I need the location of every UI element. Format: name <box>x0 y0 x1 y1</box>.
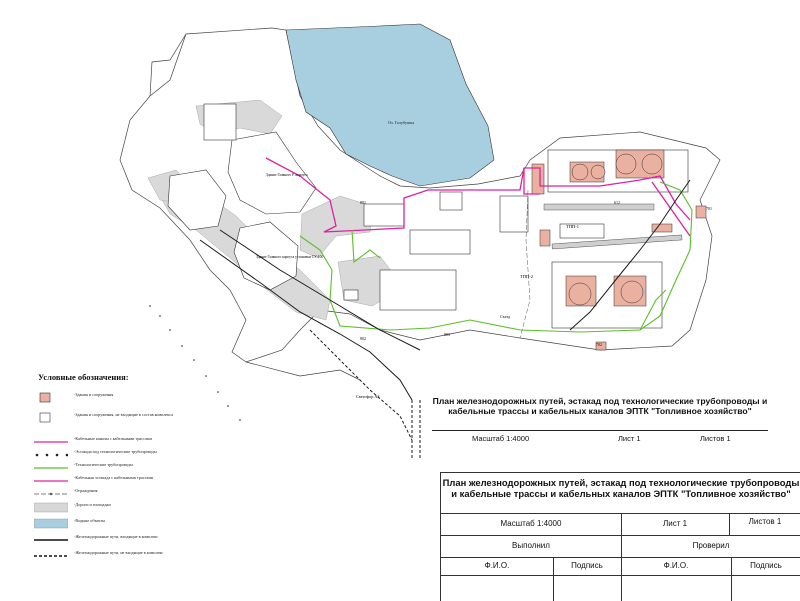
small-title-rule <box>432 430 768 431</box>
lake <box>285 23 495 187</box>
cable-channels <box>265 157 691 237</box>
legend-rail-out: -Железнодорожные пути, не входящие в ком… <box>28 548 228 564</box>
label-building-a: Здание Главного Р. корпуса <box>266 173 308 177</box>
estakada-label-2: ТПП-2 <box>520 274 533 279</box>
lake-label: Оз. Голубушка <box>388 120 414 125</box>
legend-symbol <box>39 392 51 403</box>
big-title-rule <box>729 513 730 535</box>
estakadas <box>543 203 683 250</box>
legend-label: -Здания и сооружения, не входящие в сост… <box>74 412 173 417</box>
label-road: Съезд <box>500 314 510 319</box>
legend-water: -Водные объекты <box>28 516 228 532</box>
big-title-rule <box>441 513 800 514</box>
big-title-rule <box>441 535 800 536</box>
big-title-sign-2: Подпись <box>750 561 782 570</box>
legend-label: -Эстакада под технологические трубопрово… <box>74 449 157 454</box>
legend-symbol <box>34 539 68 541</box>
legend-label: -Здания и сооружения <box>74 392 114 397</box>
legend: Условные обозначения: -Здания и сооружен… <box>28 372 228 557</box>
estakada-label-1: ТПП-1 <box>566 224 579 229</box>
small-title-text: План железнодорожных путей, эстакад под … <box>432 396 768 416</box>
small-title-block: План железнодорожных путей, эстакад под … <box>432 396 768 450</box>
big-title-sheet: Лист 1 <box>662 519 688 528</box>
label-612: 612 <box>614 200 620 205</box>
legend-roads: -Дороги и площадки <box>28 500 228 516</box>
legend-symbol <box>34 480 68 482</box>
big-title-text: План железнодорожных путей, эстакад под … <box>442 477 800 499</box>
label-802: 802 <box>360 336 366 341</box>
legend-existing-buildings: -Здания и сооружения <box>28 390 228 406</box>
legend-title: Условные обозначения: <box>38 372 129 382</box>
big-title-block: План железнодорожных путей, эстакад под … <box>440 472 800 601</box>
legend-symbol <box>34 441 68 443</box>
big-title-rule <box>441 557 800 558</box>
legend-symbol <box>34 502 68 513</box>
fence <box>519 189 531 339</box>
legend-label: -Ограждения <box>74 488 98 493</box>
label-building-b: Здание Главного корпуса установки СУ-100 <box>256 255 323 259</box>
tech-pipelines <box>299 181 693 333</box>
legend-cable-channels: -Кабельные каналы с кабельными трассами <box>28 434 228 450</box>
big-title-rule <box>621 513 622 601</box>
legend-symbol <box>34 467 68 469</box>
legend-pipe-estakada: -Эстакада под технологические трубопрово… <box>28 447 228 463</box>
legend-label: -Кабельная эстакада с кабельными трассам… <box>74 475 154 480</box>
small-title-sheets: Листов 1 <box>700 434 731 443</box>
big-title-scale: Масштаб 1:4000 <box>500 519 562 528</box>
legend-rail-in: -Железнодорожные пути, входящие в компле… <box>28 532 228 548</box>
legend-symbol <box>34 555 68 557</box>
big-title-checked: Проверил <box>692 541 730 550</box>
label-701: 701 <box>706 206 712 211</box>
label-803: 803 <box>444 332 450 337</box>
label-801: 801 <box>360 200 366 205</box>
legend-tech-pipelines: -Технологические трубопроводы <box>28 460 228 476</box>
big-title-rule <box>731 557 732 601</box>
small-title-scale: Масштаб 1:4000 <box>472 434 530 443</box>
legend-fence: -Ограждения <box>28 486 228 502</box>
legend-other-buildings: -Здания и сооружения, не входящие в сост… <box>28 410 228 426</box>
label-station: Светофор АЗ <box>356 394 379 399</box>
tanks <box>568 153 663 306</box>
big-title-sign-1: Подпись <box>571 561 603 570</box>
legend-label: -Дороги и площадки <box>74 502 111 507</box>
legend-label: -Железнодорожные пути, входящие в компле… <box>74 534 159 539</box>
legend-cable-estakada: -Кабельная эстакада с кабельными трассам… <box>28 473 228 489</box>
big-title-rule <box>553 557 554 601</box>
legend-label: -Водные объекты <box>74 518 106 523</box>
big-title-done: Выполнил <box>512 541 550 550</box>
big-title-fio-1: Ф.И.О. <box>484 561 510 570</box>
legend-symbol <box>35 453 68 457</box>
legend-symbol <box>34 518 68 529</box>
legend-symbol <box>39 412 51 423</box>
legend-label: -Кабельные каналы с кабельными трассами <box>74 436 152 441</box>
estakada-dots <box>149 305 241 421</box>
legend-label: -Технологические трубопроводы <box>74 462 133 467</box>
big-title-rule <box>441 575 800 576</box>
legend-symbol <box>34 492 68 496</box>
label-702: 702 <box>596 342 602 347</box>
railways <box>199 179 691 460</box>
big-title-sheets: Листов 1 <box>748 517 782 526</box>
small-title-sheet: Лист 1 <box>618 434 641 443</box>
big-title-fio-2: Ф.И.О. <box>663 561 689 570</box>
legend-label: -Железнодорожные пути, не входящие в ком… <box>74 550 164 555</box>
